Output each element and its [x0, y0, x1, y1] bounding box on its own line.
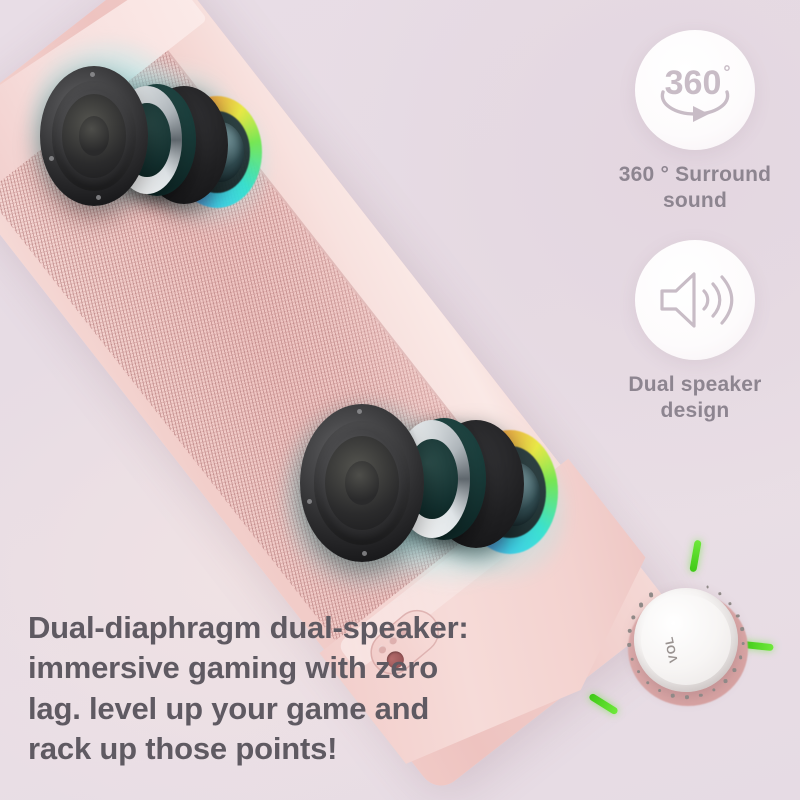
badge-icon-circle: 360 °	[635, 30, 755, 150]
speaker-waves-icon	[660, 272, 734, 328]
svg-text:360: 360	[665, 64, 722, 102]
knob-scale-dot	[728, 602, 732, 606]
knob-face: VOL	[627, 585, 745, 699]
knob-scale-dot	[648, 592, 654, 598]
cone-dust-cap	[78, 116, 110, 156]
feature-badge-surround: 360 ° 360 ° Surround sound	[606, 30, 784, 213]
badge-label-dual-speaker: Dual speaker design	[628, 373, 762, 422]
volume-knob[interactable]: VOL	[627, 582, 745, 699]
knob-scale-dot	[732, 668, 737, 673]
knob-scale-dot	[718, 592, 722, 596]
knob-scale-dot	[723, 679, 728, 684]
knob-dot-scale	[627, 585, 745, 699]
knob-scale-dot	[684, 695, 689, 699]
knob-scale-dot	[735, 613, 740, 618]
knob-scale-dot	[740, 627, 744, 632]
knob-scale-dot	[638, 602, 644, 608]
cone-screw	[96, 194, 102, 200]
cone-screw	[89, 71, 95, 77]
speaker-cone	[40, 66, 148, 206]
cone-dust-cap	[344, 460, 380, 506]
cone-screw	[307, 498, 313, 504]
badge-icon-circle	[635, 240, 755, 360]
badge-label-surround: 360 ° Surround sound	[618, 163, 772, 212]
speaker-cone	[300, 404, 424, 562]
cone-screw	[357, 408, 363, 414]
knob-scale-dot	[670, 693, 675, 698]
knob-scale-dot	[738, 655, 743, 660]
volume-knob-assembly[interactable]: VOL	[627, 582, 750, 708]
knob-scale-dot	[705, 585, 709, 589]
360-rotation-icon: 360 °	[660, 62, 731, 122]
knob-scale-dot	[631, 614, 637, 620]
cone-screw	[362, 550, 367, 556]
knob-scale-dot	[627, 643, 632, 647]
svg-text:°: °	[723, 62, 730, 82]
headline-text: Dual-diaphragm dual-speaker: immersive g…	[28, 610, 469, 766]
knob-scale-dot	[645, 680, 650, 685]
knob-scale-dot	[699, 693, 703, 697]
feature-badge-dual-speaker: Dual speaker design	[606, 240, 784, 423]
cone-screw	[48, 155, 54, 161]
